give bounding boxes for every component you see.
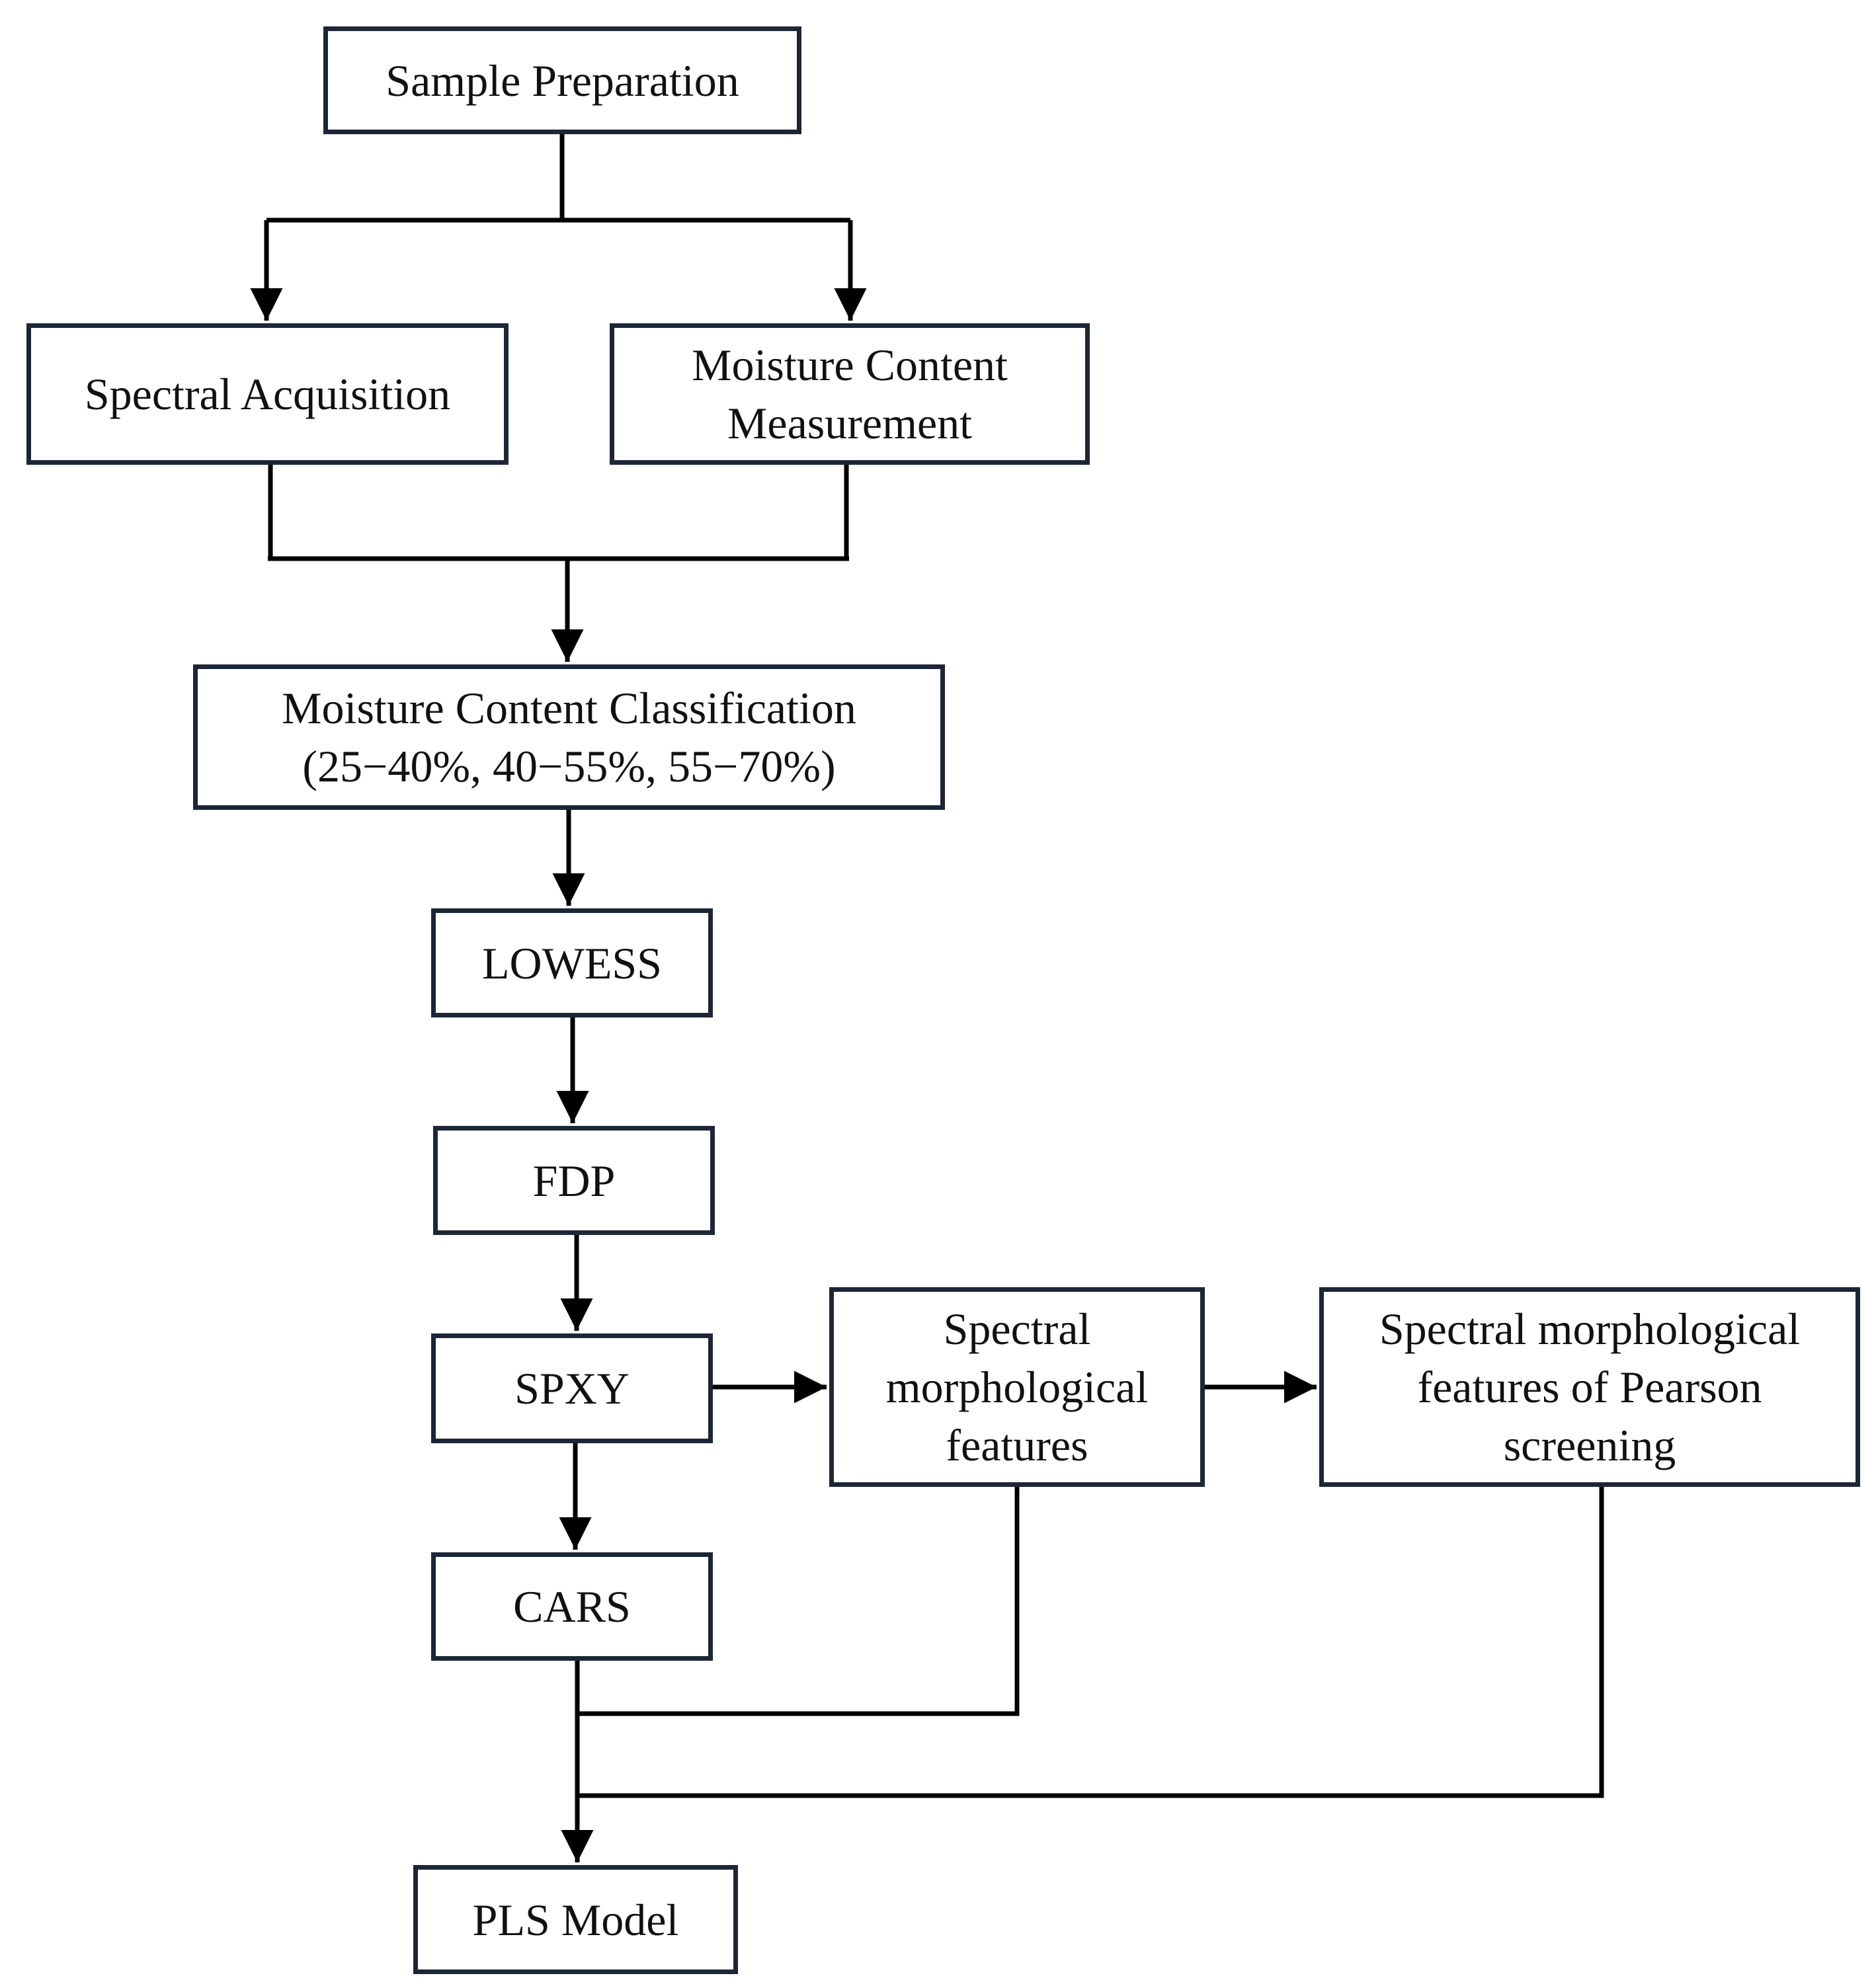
node-moisture-content-measurement: Moisture Content Measurement [610, 323, 1090, 465]
node-label-line-1: Moisture Content Classification [282, 683, 856, 733]
node-sample-preparation: Sample Preparation [323, 26, 801, 134]
node-pls-model: PLS Model [413, 1865, 738, 1974]
node-label-line-2: morphological [885, 1362, 1149, 1412]
node-lowess: LOWESS [431, 908, 713, 1017]
node-fdp: FDP [433, 1126, 715, 1235]
edge-to-pls-model [561, 1487, 1604, 1862]
node-label: LOWESS [482, 937, 662, 988]
node-label-line-2: Measurement [727, 398, 973, 448]
edge-merge-to-classification [268, 465, 849, 662]
node-label: Sample Preparation [386, 55, 739, 106]
node-label: Spectral Acquisition [84, 369, 451, 419]
node-spectral-acquisition: Spectral Acquisition [26, 323, 509, 465]
node-label: PLS Model [472, 1894, 679, 1945]
node-label-line-1: Moisture Content [692, 340, 1008, 390]
node-label: FDP [532, 1155, 616, 1206]
node-label-line-2: (25−40%, 40−55%, 55−70%) [302, 741, 836, 791]
node-cars: CARS [431, 1552, 713, 1661]
node-label-line-3: features [946, 1420, 1088, 1470]
node-label-line-1: Spectral morphological [1379, 1304, 1801, 1354]
node-label: SPXY [514, 1363, 630, 1413]
edge-sample-to-split [250, 134, 867, 321]
node-label: CARS [513, 1581, 631, 1632]
node-spxy: SPXY [431, 1333, 713, 1443]
node-pearson-screening-features: Spectral morphological features of Pears… [1319, 1287, 1860, 1487]
node-spectral-morphological-features: Spectral morphological features [829, 1287, 1205, 1487]
node-label-line-1: Spectral [943, 1304, 1091, 1354]
node-label-line-3: screening [1503, 1420, 1676, 1470]
node-label-line-2: features of Pearson [1417, 1362, 1762, 1412]
node-moisture-content-classification: Moisture Content Classification (25−40%,… [193, 664, 945, 810]
